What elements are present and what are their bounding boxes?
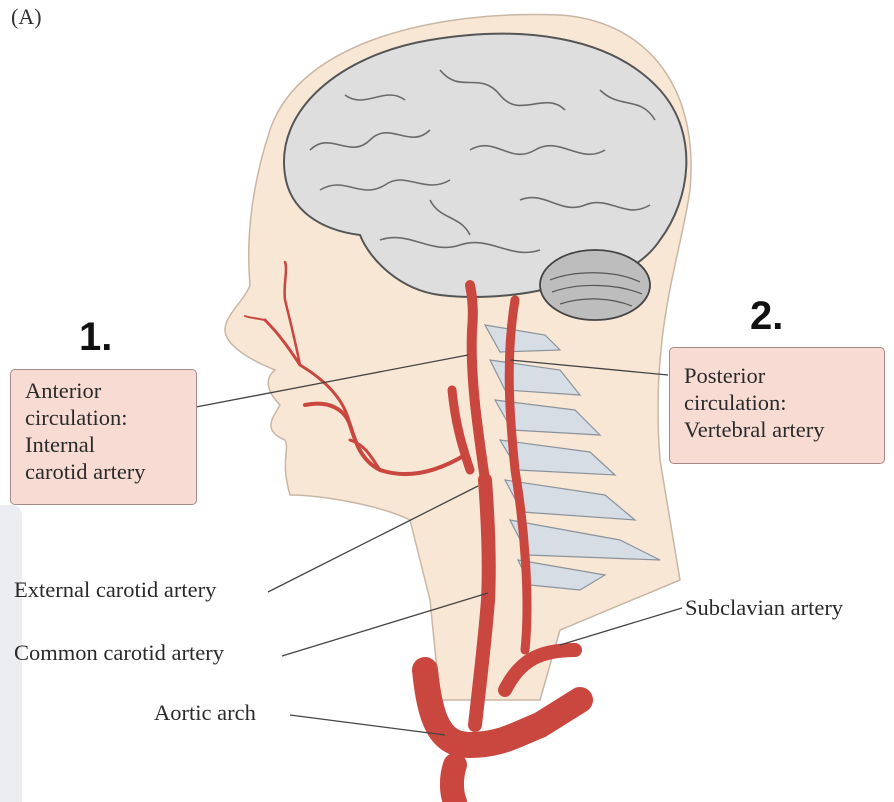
common-carotid-label: Common carotid artery: [14, 640, 224, 665]
left-edge-strip: [0, 505, 22, 802]
callout-line: Vertebral artery: [684, 417, 825, 442]
subclavian-label: Subclavian artery: [685, 595, 844, 620]
callout-line: circulation:: [684, 390, 787, 415]
cerebellum-folds: [549, 272, 643, 307]
callout-line: carotid artery: [25, 459, 146, 484]
marker-1: 1.: [79, 315, 113, 359]
callout-line: Internal: [25, 432, 95, 457]
brain: [282, 32, 688, 298]
external-carotid-label: External carotid artery: [14, 577, 217, 602]
marker-2: 2.: [750, 294, 784, 338]
arteries: [244, 260, 593, 802]
anterior-circulation-callout: Anterior circulation: Internal carotid a…: [10, 369, 197, 505]
posterior-circulation-callout: Posterior circulation: Vertebral artery: [669, 347, 885, 464]
callout-line: Anterior: [25, 378, 102, 403]
brain-folds: [309, 69, 656, 254]
callout-line: Posterior: [684, 363, 766, 388]
panel-label: (A): [11, 4, 42, 29]
leader-lines: [195, 354, 683, 736]
aortic-arch-label: Aortic arch: [154, 700, 256, 725]
callout-line: circulation:: [25, 405, 128, 430]
